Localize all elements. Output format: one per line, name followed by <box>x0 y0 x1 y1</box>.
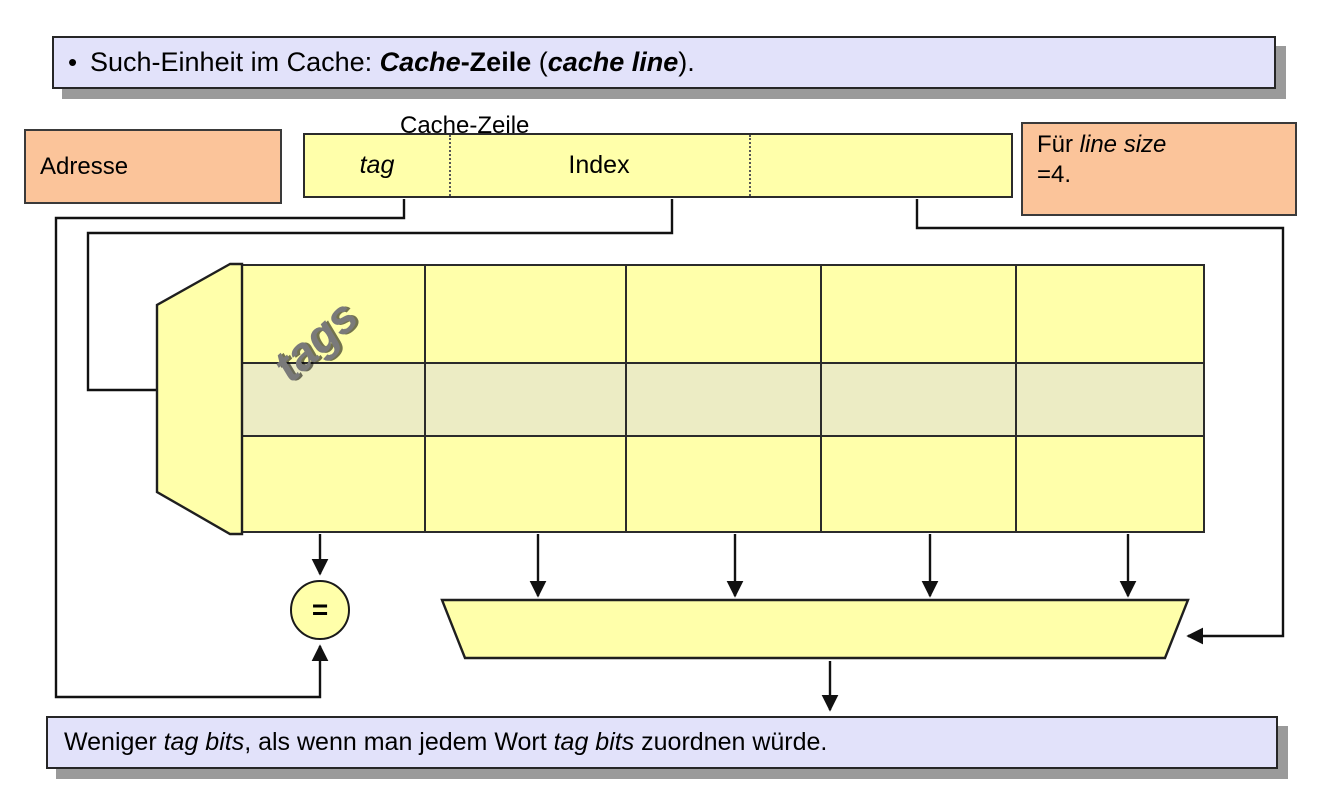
header-segment-2: Cache <box>379 46 461 77</box>
header-banner: • Such-Einheit im Cache: Cache-Zeile (cac… <box>52 36 1276 89</box>
tags-column-polygon <box>155 262 244 536</box>
address-field-offset <box>749 135 1011 196</box>
address-divider-1 <box>449 135 451 196</box>
cache-row-highlighted <box>228 362 1205 437</box>
footer-segment-4: tag bits <box>553 727 635 756</box>
footer-segment-1: Weniger <box>64 727 164 756</box>
header-segment-3: -Zeile <box>460 46 532 77</box>
address-divider-2 <box>749 135 751 196</box>
header-segment-5: cache line <box>547 46 679 77</box>
header-text: • Such-Einheit im Cache: Cache-Zeile (cac… <box>68 46 695 78</box>
multiplexer-trapezoid <box>440 598 1190 660</box>
cache-col-divider-1 <box>424 264 426 533</box>
note-prefix: Für <box>1037 131 1080 158</box>
comparator-equals: = <box>290 580 350 640</box>
cache-row-bottom <box>228 437 1205 533</box>
address-field-index: Index <box>568 151 630 179</box>
cache-col-divider-2 <box>625 264 627 533</box>
cache-line-label: Cache-Zeile <box>400 112 530 139</box>
cache-row-top <box>228 264 1205 362</box>
address-label-text: Adresse <box>40 152 129 180</box>
cache-col-divider-3 <box>820 264 822 533</box>
footer-banner: Weniger tag bits, als wenn man jedem Wor… <box>46 716 1278 769</box>
header-segment-4: ( <box>531 46 548 77</box>
wire-offset-to-mux <box>915 199 1285 645</box>
footer-segment-2: tag bits <box>163 727 245 756</box>
note-italic-term: line size <box>1079 131 1167 158</box>
cache-grid <box>228 264 1205 533</box>
comparator-symbol: = <box>311 594 329 625</box>
header-segment-6: ). <box>678 46 695 77</box>
header-segment-1: Such-Einheit im Cache: <box>90 46 380 77</box>
note-line-1: Für line size <box>1037 130 1295 160</box>
wire-tag-to-comparator <box>54 199 406 699</box>
footer-segment-3: , als wenn man jedem Wort <box>244 727 554 756</box>
header-bullet: • <box>68 46 78 77</box>
footer-segment-5: zuordnen würde. <box>634 727 828 756</box>
line-size-note-box: Für line size =4. <box>1021 122 1297 216</box>
address-field-tag: tag <box>359 151 395 179</box>
wire-index-to-tags <box>86 199 674 399</box>
address-field-strip: tag Index <box>303 133 1013 198</box>
address-label-box: Adresse <box>24 129 282 204</box>
footer-text: Weniger tag bits, als wenn man jedem Wor… <box>64 727 828 757</box>
note-line-2: =4. <box>1037 161 1072 188</box>
cache-col-divider-4 <box>1015 264 1017 533</box>
